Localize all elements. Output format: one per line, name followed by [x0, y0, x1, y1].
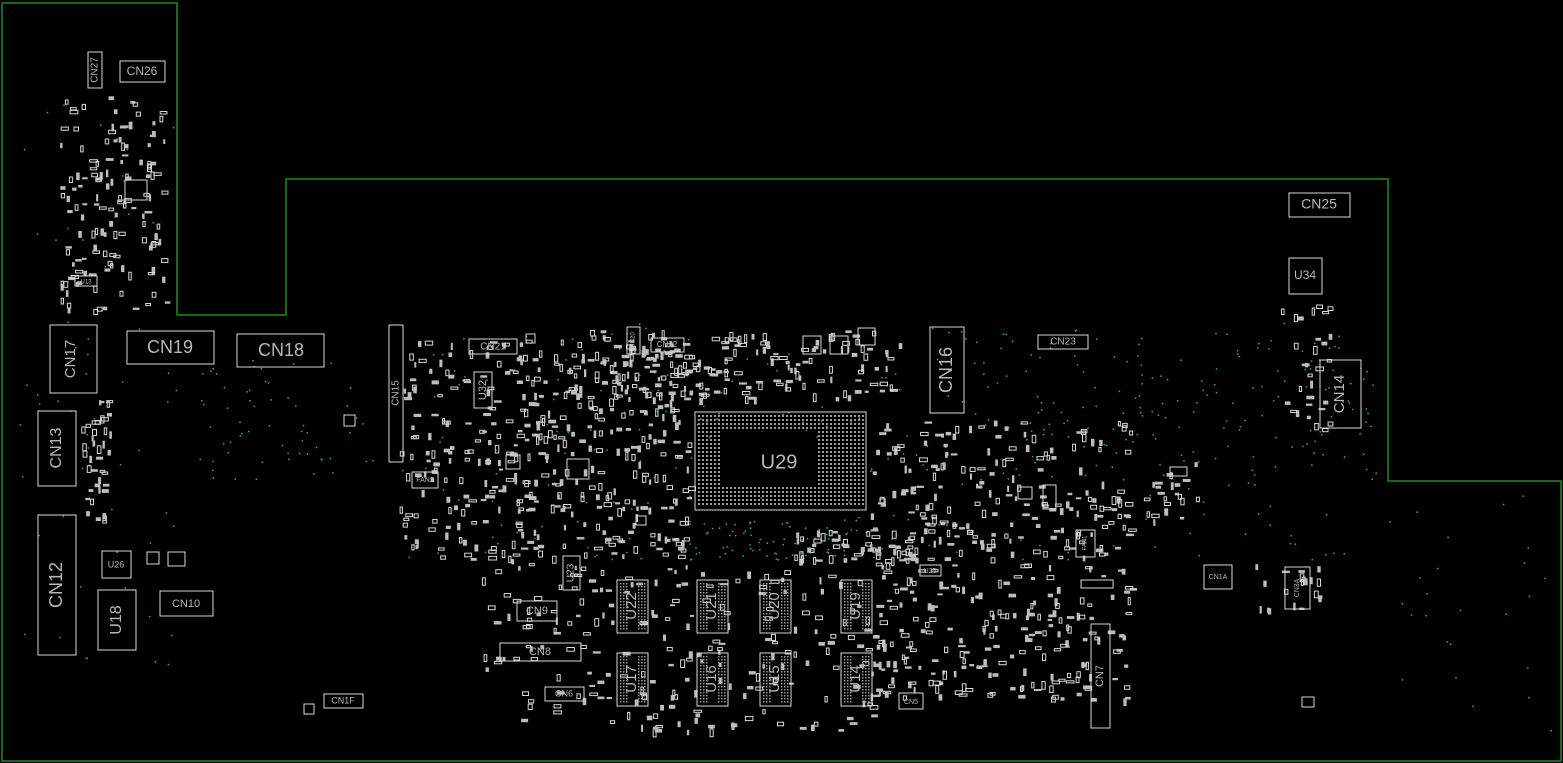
label-cn22: CN22 — [657, 340, 678, 349]
label-cn3a: CN3A — [1294, 578, 1301, 597]
component-u34[interactable]: U34 — [1288, 257, 1323, 295]
label-fan2: FAN2 — [416, 477, 434, 484]
label-cn21: CN21 — [480, 342, 506, 353]
component-cn23[interactable]: CN23 — [1037, 334, 1089, 350]
component-cn1f[interactable]: CN1F — [323, 693, 364, 709]
component-qfn-middle-left[interactable] — [505, 454, 590, 480]
pad-layer — [60, 96, 1334, 738]
label-cn14: CN14 — [1331, 375, 1348, 413]
component-cn5[interactable]: CN5 — [898, 692, 924, 710]
label-u15: U15 — [766, 665, 783, 693]
label-cn15: CN15 — [391, 380, 402, 406]
component-u32[interactable]: U32 — [473, 371, 493, 409]
label-cn18: CN18 — [258, 340, 304, 360]
component-cn18[interactable]: CN18 — [236, 333, 325, 368]
component-u29[interactable]: U29 — [694, 411, 867, 511]
component-cn9[interactable]: CN9 — [516, 600, 558, 622]
label-fan1: FAN1 — [1083, 535, 1089, 551]
label-u21: U21 — [703, 592, 720, 620]
component-u25[interactable]: U25 — [919, 564, 942, 577]
component-fan2[interactable]: FAN2 — [411, 471, 439, 489]
component-cn21[interactable]: CN21 — [468, 338, 518, 355]
label-u17: U17 — [623, 665, 640, 693]
component-qfn-upper-left[interactable] — [124, 179, 148, 201]
component-cn26[interactable]: CN26 — [119, 60, 166, 83]
label-u13: U13 — [80, 280, 92, 286]
label-cn6: CN6 — [555, 688, 573, 698]
component-u16[interactable]: U16 — [696, 652, 729, 707]
label-cn23: CN23 — [1050, 337, 1076, 348]
component-u17[interactable]: U17 — [616, 652, 649, 707]
label-u16: U16 — [703, 665, 720, 693]
component-u18[interactable]: U18 — [97, 589, 137, 651]
u29-bga-grid — [698, 415, 864, 505]
component-u26[interactable]: U26 — [101, 550, 132, 579]
label-cn20: CN20 — [631, 332, 637, 348]
label-u25: U25 — [924, 568, 937, 575]
label-cn25: CN25 — [1301, 196, 1337, 212]
component-cn12[interactable]: CN12 — [37, 514, 77, 656]
component-cn16[interactable]: CN16 — [929, 326, 965, 414]
component-cn17[interactable]: CN17 — [49, 324, 98, 394]
label-cn5: CN5 — [904, 699, 918, 706]
label-u26: U26 — [108, 559, 125, 569]
label-cn1f: CN1F — [331, 695, 355, 705]
label-cn12: CN12 — [46, 562, 66, 608]
label-cn19: CN19 — [147, 337, 193, 357]
label-u20: U20 — [766, 592, 783, 620]
label-cn10: CN10 — [172, 598, 200, 610]
component-cn20[interactable]: CN20 — [626, 326, 641, 355]
component-cn19[interactable]: CN19 — [126, 330, 215, 365]
label-cn16: CN16 — [936, 347, 956, 393]
label-cn13: CN13 — [48, 427, 65, 468]
component-cn22[interactable]: CN22 — [650, 337, 685, 353]
component-cn10[interactable]: CN10 — [159, 590, 214, 617]
component-fan1[interactable]: FAN1 — [1075, 529, 1096, 558]
label-u22: U22 — [623, 592, 640, 620]
component-u21[interactable]: U21 — [696, 579, 729, 634]
label-cn7: CN7 — [1094, 665, 1106, 687]
component-misc-squares — [146, 327, 1315, 715]
component-cn8[interactable]: CN8 — [499, 642, 582, 662]
component-u13[interactable]: U13 — [74, 275, 98, 287]
component-cn1a[interactable]: CN1A — [1203, 564, 1233, 590]
component-cn13[interactable]: CN13 — [37, 410, 77, 487]
component-u22[interactable]: U22 — [616, 579, 649, 634]
component-cn25[interactable]: CN25 — [1288, 192, 1351, 218]
label-u19: U19 — [847, 592, 864, 620]
component-cn6[interactable]: CN6 — [544, 686, 585, 702]
component-u14[interactable]: U14 — [840, 652, 873, 707]
label-u18: U18 — [108, 605, 125, 634]
component-cn15[interactable]: CN15 — [388, 324, 404, 463]
component-cn7[interactable]: CN7 — [1090, 623, 1111, 729]
label-cn17: CN17 — [62, 340, 79, 378]
label-u32: U32 — [477, 380, 489, 400]
label-u23: U23 — [566, 563, 577, 582]
label-u34: U34 — [1294, 268, 1316, 282]
component-cn14[interactable]: CN14 — [1319, 359, 1362, 429]
label-cn8: CN8 — [529, 646, 551, 658]
label-cn1a: CN1A — [1209, 574, 1228, 581]
component-u15[interactable]: U15 — [759, 652, 792, 707]
component-u20[interactable]: U20 — [759, 579, 792, 634]
label-u29: U29 — [761, 451, 798, 473]
label-cn26: CN26 — [127, 64, 158, 78]
component-cn27[interactable]: CN27 — [87, 51, 103, 89]
label-u14: U14 — [847, 665, 864, 693]
component-u23[interactable]: U23 — [562, 555, 581, 591]
label-cn9: CN9 — [526, 605, 548, 617]
label-cn27: CN27 — [90, 57, 101, 83]
component-cn3a[interactable]: CN3A — [1284, 566, 1311, 610]
component-u19[interactable]: U19 — [840, 579, 873, 634]
